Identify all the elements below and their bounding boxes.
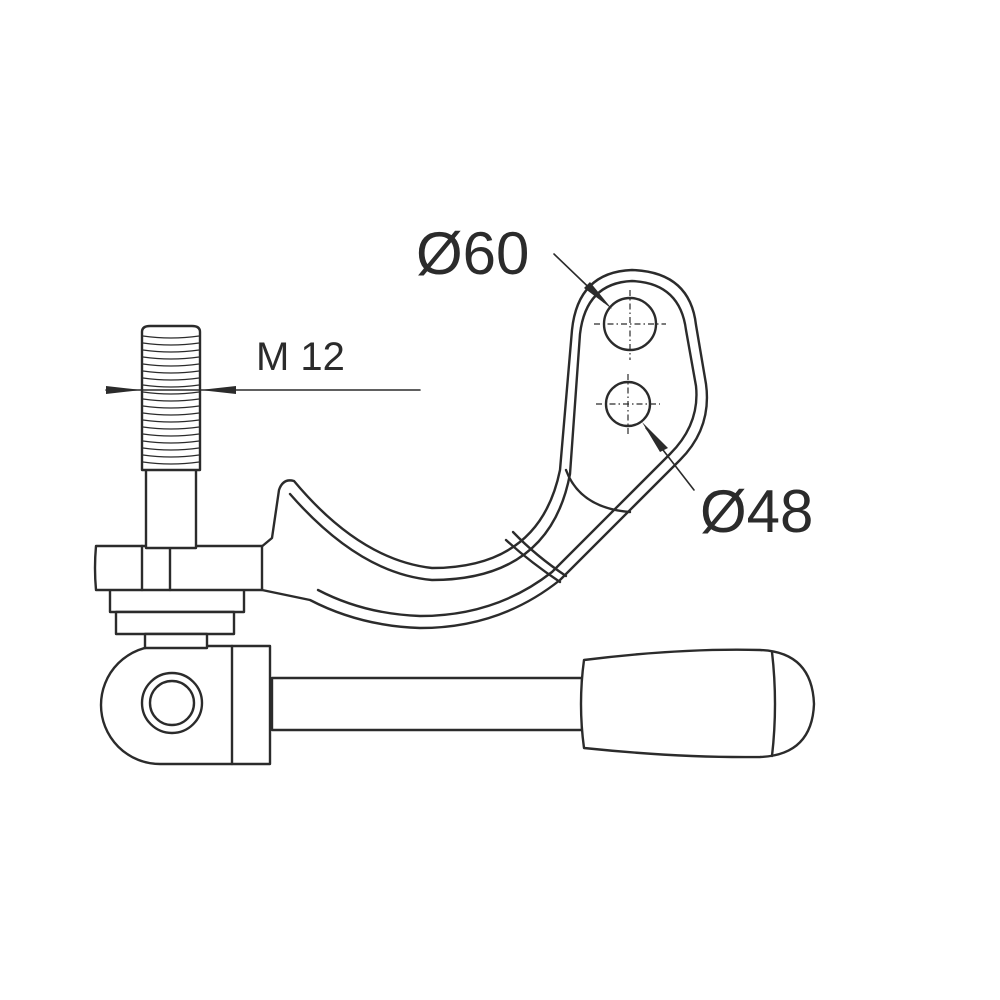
grip-knob-band	[770, 650, 777, 758]
thread-line	[142, 356, 200, 360]
bend-line-1	[564, 468, 632, 514]
lever-rod	[270, 676, 584, 732]
mounting-holes	[594, 290, 666, 436]
m12-arrow-left	[106, 386, 142, 394]
threaded-bolt	[140, 324, 202, 550]
thread-lines	[142, 335, 200, 465]
pivot-bore-outer	[140, 671, 204, 735]
dimension-diameter-48: Ø48	[642, 422, 813, 545]
thread-line	[142, 377, 200, 381]
nut-stack	[108, 586, 246, 650]
clamp-bracket	[93, 268, 709, 630]
m12-arrow-right	[200, 386, 236, 394]
bend-line-3	[511, 530, 568, 578]
bolt-thread-body	[140, 324, 202, 472]
thread-line	[142, 349, 200, 353]
dimension-diameter-60: Ø60	[416, 220, 612, 309]
bracket-outline	[258, 268, 709, 630]
thread-line	[142, 363, 200, 367]
bend-line-2	[504, 538, 562, 584]
d60-leader-arrow	[584, 282, 612, 309]
d48-leader-arrow	[642, 422, 668, 452]
thread-line	[142, 426, 200, 430]
bracket-inner-contour	[288, 279, 698, 618]
thread-line	[142, 342, 200, 346]
thread-line	[142, 405, 200, 409]
washer	[108, 586, 246, 614]
thread-line	[142, 454, 200, 458]
thread-line	[142, 398, 200, 402]
thread-line	[142, 419, 200, 423]
thread-line	[142, 461, 200, 465]
bracket-base-plate	[93, 544, 264, 592]
diameter-60-label: Ø60	[416, 220, 529, 287]
thread-line	[142, 440, 200, 444]
diameter-48-label: Ø48	[700, 478, 813, 545]
grip-knob	[579, 648, 816, 759]
pivot-bore-inner	[148, 679, 196, 727]
lever-handle	[99, 644, 816, 766]
thread-size-label: M 12	[256, 335, 345, 379]
nut	[114, 610, 236, 636]
thread-line	[142, 391, 200, 395]
bolt-shank	[144, 466, 198, 550]
thread-line	[142, 447, 200, 451]
thread-line	[142, 384, 200, 388]
pivot-eye	[99, 644, 272, 766]
thread-line	[142, 433, 200, 437]
dimension-m12: M 12	[105, 335, 421, 394]
thread-line	[142, 335, 200, 339]
nut-neck	[143, 632, 209, 650]
thread-line	[142, 370, 200, 374]
thread-line	[142, 412, 200, 416]
